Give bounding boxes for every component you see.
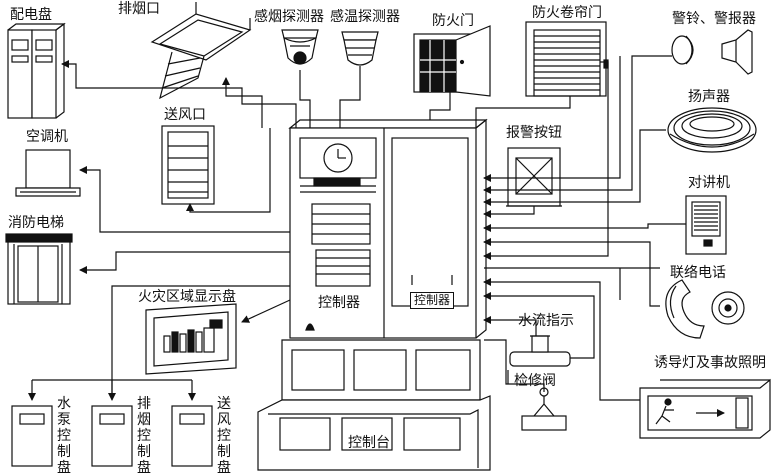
alarm-bell-icon (671, 35, 694, 65)
connection-lines (28, 55, 686, 401)
smoke-exhaust-vent-icon (150, 2, 252, 100)
console-label: 控制台 (348, 435, 390, 451)
pump-panel-label: 水泵控制盘 (57, 396, 71, 476)
alarm-button-label: 报警按钮 (506, 125, 562, 141)
smoke-exhaust-label: 排烟口 (118, 1, 160, 17)
elevator-icon (5, 233, 73, 305)
smoke-detector-label: 感烟探测器 (254, 9, 324, 25)
smoke-panel-label: 排烟控制盘 (137, 396, 151, 476)
heat-detector-icon (341, 31, 379, 66)
distribution-panel-icon (7, 22, 66, 119)
controller-main-label: 控制器 (318, 295, 360, 311)
alarm-button-icon (506, 147, 562, 207)
console-desk-icon (257, 339, 491, 471)
bell-alarm-label: 警铃、警报器 (672, 11, 756, 27)
fire-elevator-label: 消防电梯 (8, 215, 64, 231)
speaker-icon (667, 107, 757, 153)
fire-shutter-icon (525, 21, 609, 97)
water-flow-indicator-icon (509, 335, 571, 367)
siren-icon (721, 29, 753, 75)
clock-icon (323, 143, 353, 173)
emergency-lighting-label: 诱导灯及事故照明 (654, 355, 766, 371)
zone-display-icon (145, 303, 237, 375)
exit-sign-icon (639, 378, 771, 439)
fire-door-label: 防火门 (432, 13, 474, 29)
speaker-label: 扬声器 (688, 89, 730, 105)
pump-panel-icon (11, 405, 53, 467)
contact-phone-label: 联络电话 (670, 265, 726, 281)
air-supply-vent-icon (161, 125, 215, 205)
maintenance-valve-label: 检修阀 (514, 373, 556, 389)
air-supply-label: 送风口 (164, 107, 206, 123)
valve-icon (521, 387, 567, 431)
supply-panel-label: 送风控制盘 (217, 396, 231, 476)
air-conditioner-label: 空调机 (26, 129, 68, 145)
fire-shutter-label: 防火卷帘门 (532, 5, 602, 21)
telephone-icon (665, 279, 745, 339)
intercom-label: 对讲机 (688, 175, 730, 191)
intercom-icon (685, 195, 727, 255)
water-flow-label: 水流指示 (518, 313, 574, 329)
heat-detector-label: 感温探测器 (330, 9, 400, 25)
air-conditioner-icon (15, 149, 81, 197)
distribution-panel-label: 配电盘 (10, 7, 52, 23)
smoke-detector-icon (281, 29, 319, 65)
controller-sub-label: 控制器 (410, 292, 455, 309)
fire-door-icon (413, 25, 491, 97)
supply-panel-icon (171, 405, 213, 467)
fire-zone-display-label: 火灾区域显示盘 (138, 289, 236, 305)
smoke-panel-icon (91, 405, 133, 467)
